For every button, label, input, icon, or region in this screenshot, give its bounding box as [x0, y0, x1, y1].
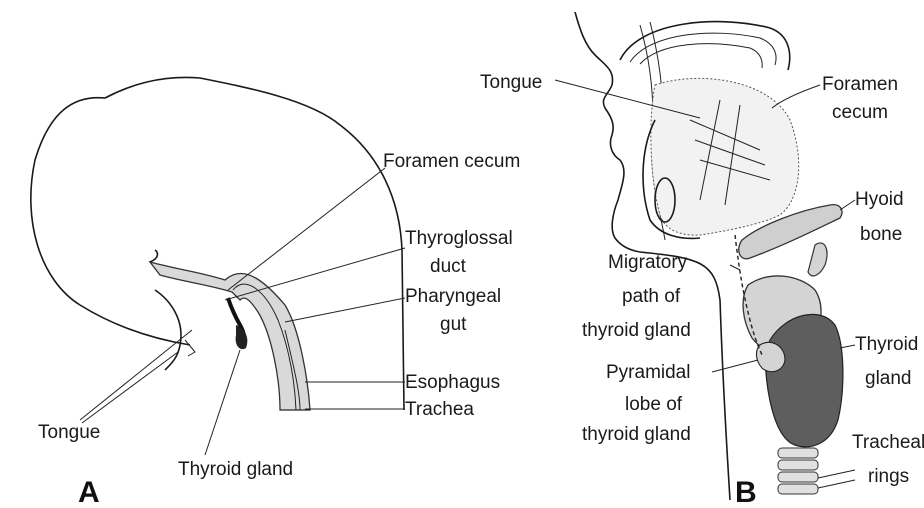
label-thyroid-b-2: gland: [865, 368, 912, 389]
label-trachea: Trachea: [405, 399, 474, 420]
tongue-tip: [185, 340, 195, 356]
label-pyramidal-3: thyroid gland: [582, 424, 691, 445]
thyroid-gland-b: [766, 314, 843, 446]
embryo-jaw-outline: [80, 305, 190, 345]
epiglottis: [808, 243, 827, 276]
label-thyroid-gland-a: Thyroid gland: [178, 459, 293, 480]
panel-a: Foramen cecum Thyroglossal duct Pharynge…: [31, 77, 520, 508]
label-thyroid-b-1: Thyroid: [855, 334, 918, 355]
label-migratory-1: Migratory: [608, 252, 688, 273]
label-migratory-2: path of: [622, 286, 681, 307]
label-tracheal-2: rings: [868, 466, 909, 487]
panel-b: Tongue Foramen cecum Hyoid bone Migrator…: [480, 12, 924, 508]
tracheal-ring: [778, 472, 818, 482]
panel-letter-a: A: [78, 476, 100, 508]
label-tracheal-1: Tracheal: [852, 432, 924, 453]
label-foramen-b-2: cecum: [832, 102, 888, 123]
label-foramen-b-1: Foramen: [822, 74, 898, 95]
label-tongue-b: Tongue: [480, 72, 542, 93]
label-pyramidal-2: lobe of: [625, 394, 683, 415]
leader-pyramidal: [712, 360, 758, 372]
label-hyoid-1: Hyoid: [855, 189, 904, 210]
palate-layer-1: [630, 33, 776, 65]
label-thyroglossal-duct-2: duct: [430, 256, 467, 277]
leader-tongue-1: [80, 330, 192, 420]
label-migratory-3: thyroid gland: [582, 320, 691, 341]
leader-tracheal-1: [818, 470, 855, 478]
face-profile: [575, 12, 640, 252]
embryo-head-outline: [31, 77, 404, 410]
label-pharyngeal-gut-1: Pharyngeal: [405, 286, 501, 307]
tracheal-ring: [778, 448, 818, 458]
pharyngeal-stub: [150, 250, 157, 262]
tracheal-rings-group: [778, 448, 818, 494]
label-thyroglossal-duct-1: Thyroglossal: [405, 228, 513, 249]
leader-tongue-2: [82, 352, 178, 423]
label-foramen-cecum: Foramen cecum: [383, 151, 520, 172]
tracheal-ring: [778, 484, 818, 494]
label-pharyngeal-gut-2: gut: [440, 314, 467, 335]
label-tongue-a: Tongue: [38, 422, 100, 443]
leader-foramen-cecum-b: [772, 85, 820, 108]
leader-hyoid: [840, 200, 855, 210]
label-esophagus: Esophagus: [405, 372, 500, 393]
panel-letter-b: B: [735, 476, 757, 508]
leader-tracheal-2: [818, 480, 855, 488]
tongue-swelling: [155, 290, 181, 370]
leader-foramen-cecum: [228, 168, 385, 290]
label-pyramidal-1: Pyramidal: [606, 362, 690, 383]
leader-thyroglossal-duct: [225, 248, 405, 300]
leader-pharyngeal-gut: [285, 298, 405, 322]
leader-thyroid-b: [840, 345, 855, 348]
leader-thyroid-gland: [205, 350, 240, 455]
thyroid-gland-mass: [236, 325, 248, 349]
tracheal-ring: [778, 460, 818, 470]
label-hyoid-2: bone: [860, 224, 902, 245]
